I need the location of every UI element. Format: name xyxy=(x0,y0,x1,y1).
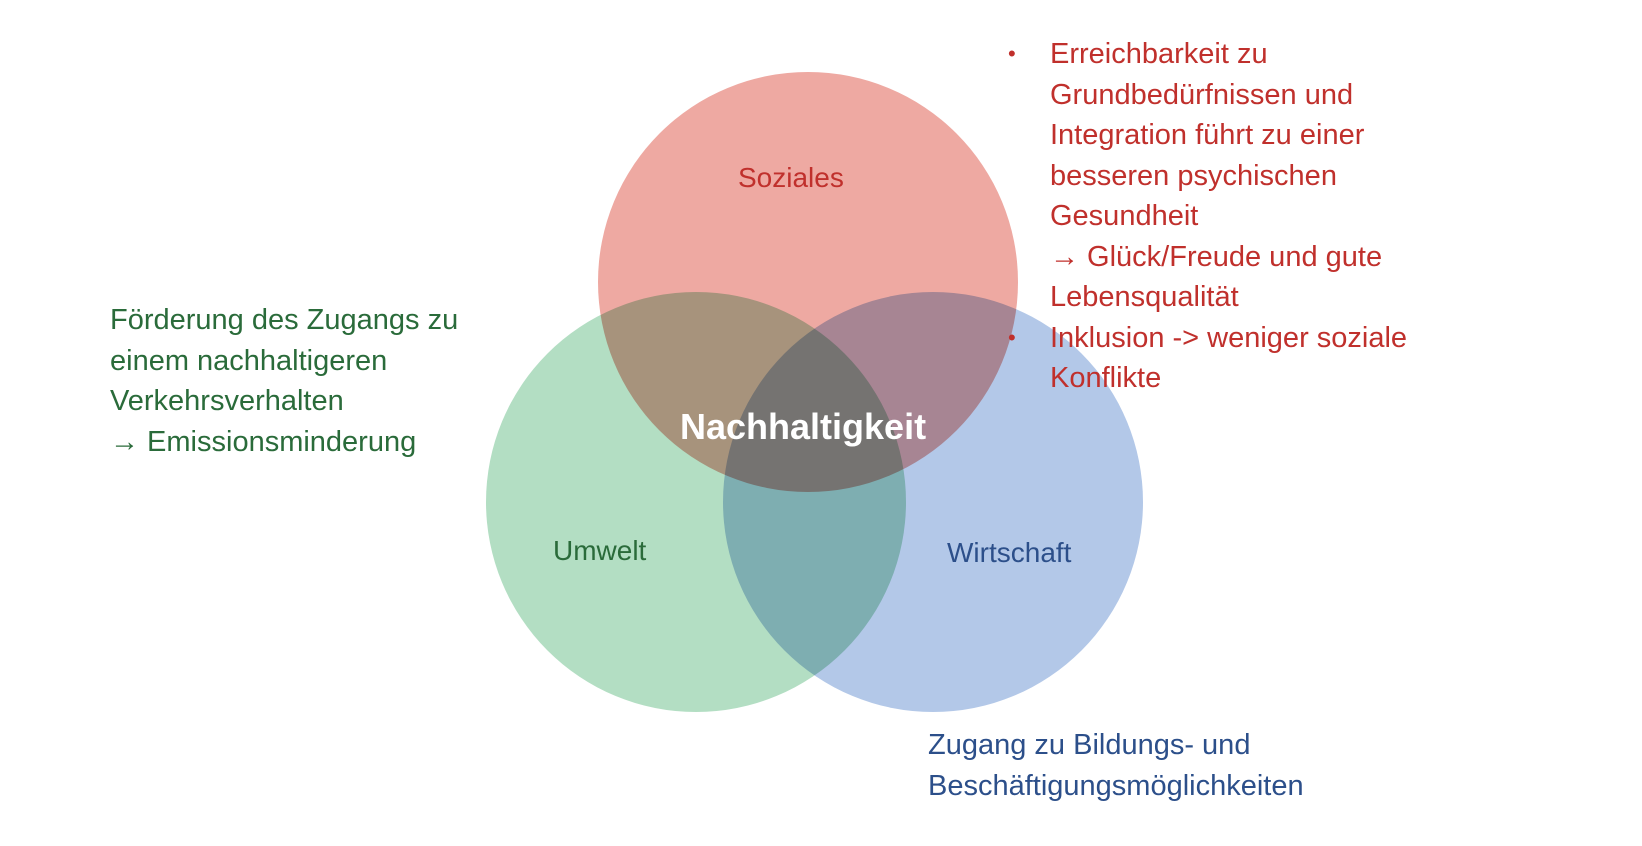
social-note-line: Inklusion -> weniger soziale xyxy=(1050,321,1408,354)
economy-note-line: Zugang zu Bildungs- und xyxy=(928,729,1251,761)
environment-note-line: einem nachhaltigeren xyxy=(110,344,388,377)
bullet-icon: • xyxy=(1008,324,1016,350)
social-note-line: Lebensqualität xyxy=(1050,281,1239,313)
social-note-line: Integration führt zu einer xyxy=(1050,119,1365,151)
social-note-line: besseren psychischen xyxy=(1050,159,1337,192)
social-note-line: Konflikte xyxy=(1050,362,1162,394)
environment-note-line: Förderung des Zugangs zu xyxy=(110,304,459,336)
social-note-list: • Erreichbarkeit zu Grundbedürfnissen un… xyxy=(1008,34,1408,399)
economy-circle xyxy=(723,292,1143,712)
environment-label: Umwelt xyxy=(553,535,647,566)
bullet-icon: • xyxy=(1008,41,1016,66)
social-note-line: Erreichbarkeit zu xyxy=(1050,38,1268,70)
social-note-line: Grundbedürfnissen und xyxy=(1050,78,1354,111)
social-note-item: • Erreichbarkeit zu Grundbedürfnissen un… xyxy=(1008,34,1407,318)
social-note-line: → Glück/Freude und gute xyxy=(1050,240,1383,273)
center-label: Nachhaltigkeit xyxy=(680,406,927,447)
environment-note: Förderung des Zugangs zu einem nachhalti… xyxy=(110,300,458,462)
economy-note-line: Beschäftigungsmöglichkeiten xyxy=(928,769,1304,802)
social-label: Soziales xyxy=(738,162,844,193)
social-note-item: • Inklusion -> weniger soziale Konflikte xyxy=(1008,318,1408,399)
economy-note: Zugang zu Bildungs- und Beschäftigungsmö… xyxy=(928,725,1304,806)
social-note-line: Gesundheit xyxy=(1050,200,1199,232)
environment-note-line: → Emissionsminderung xyxy=(110,425,417,458)
environment-note-line: Verkehrsverhalten xyxy=(110,385,344,417)
economy-label: Wirtschaft xyxy=(947,537,1072,568)
